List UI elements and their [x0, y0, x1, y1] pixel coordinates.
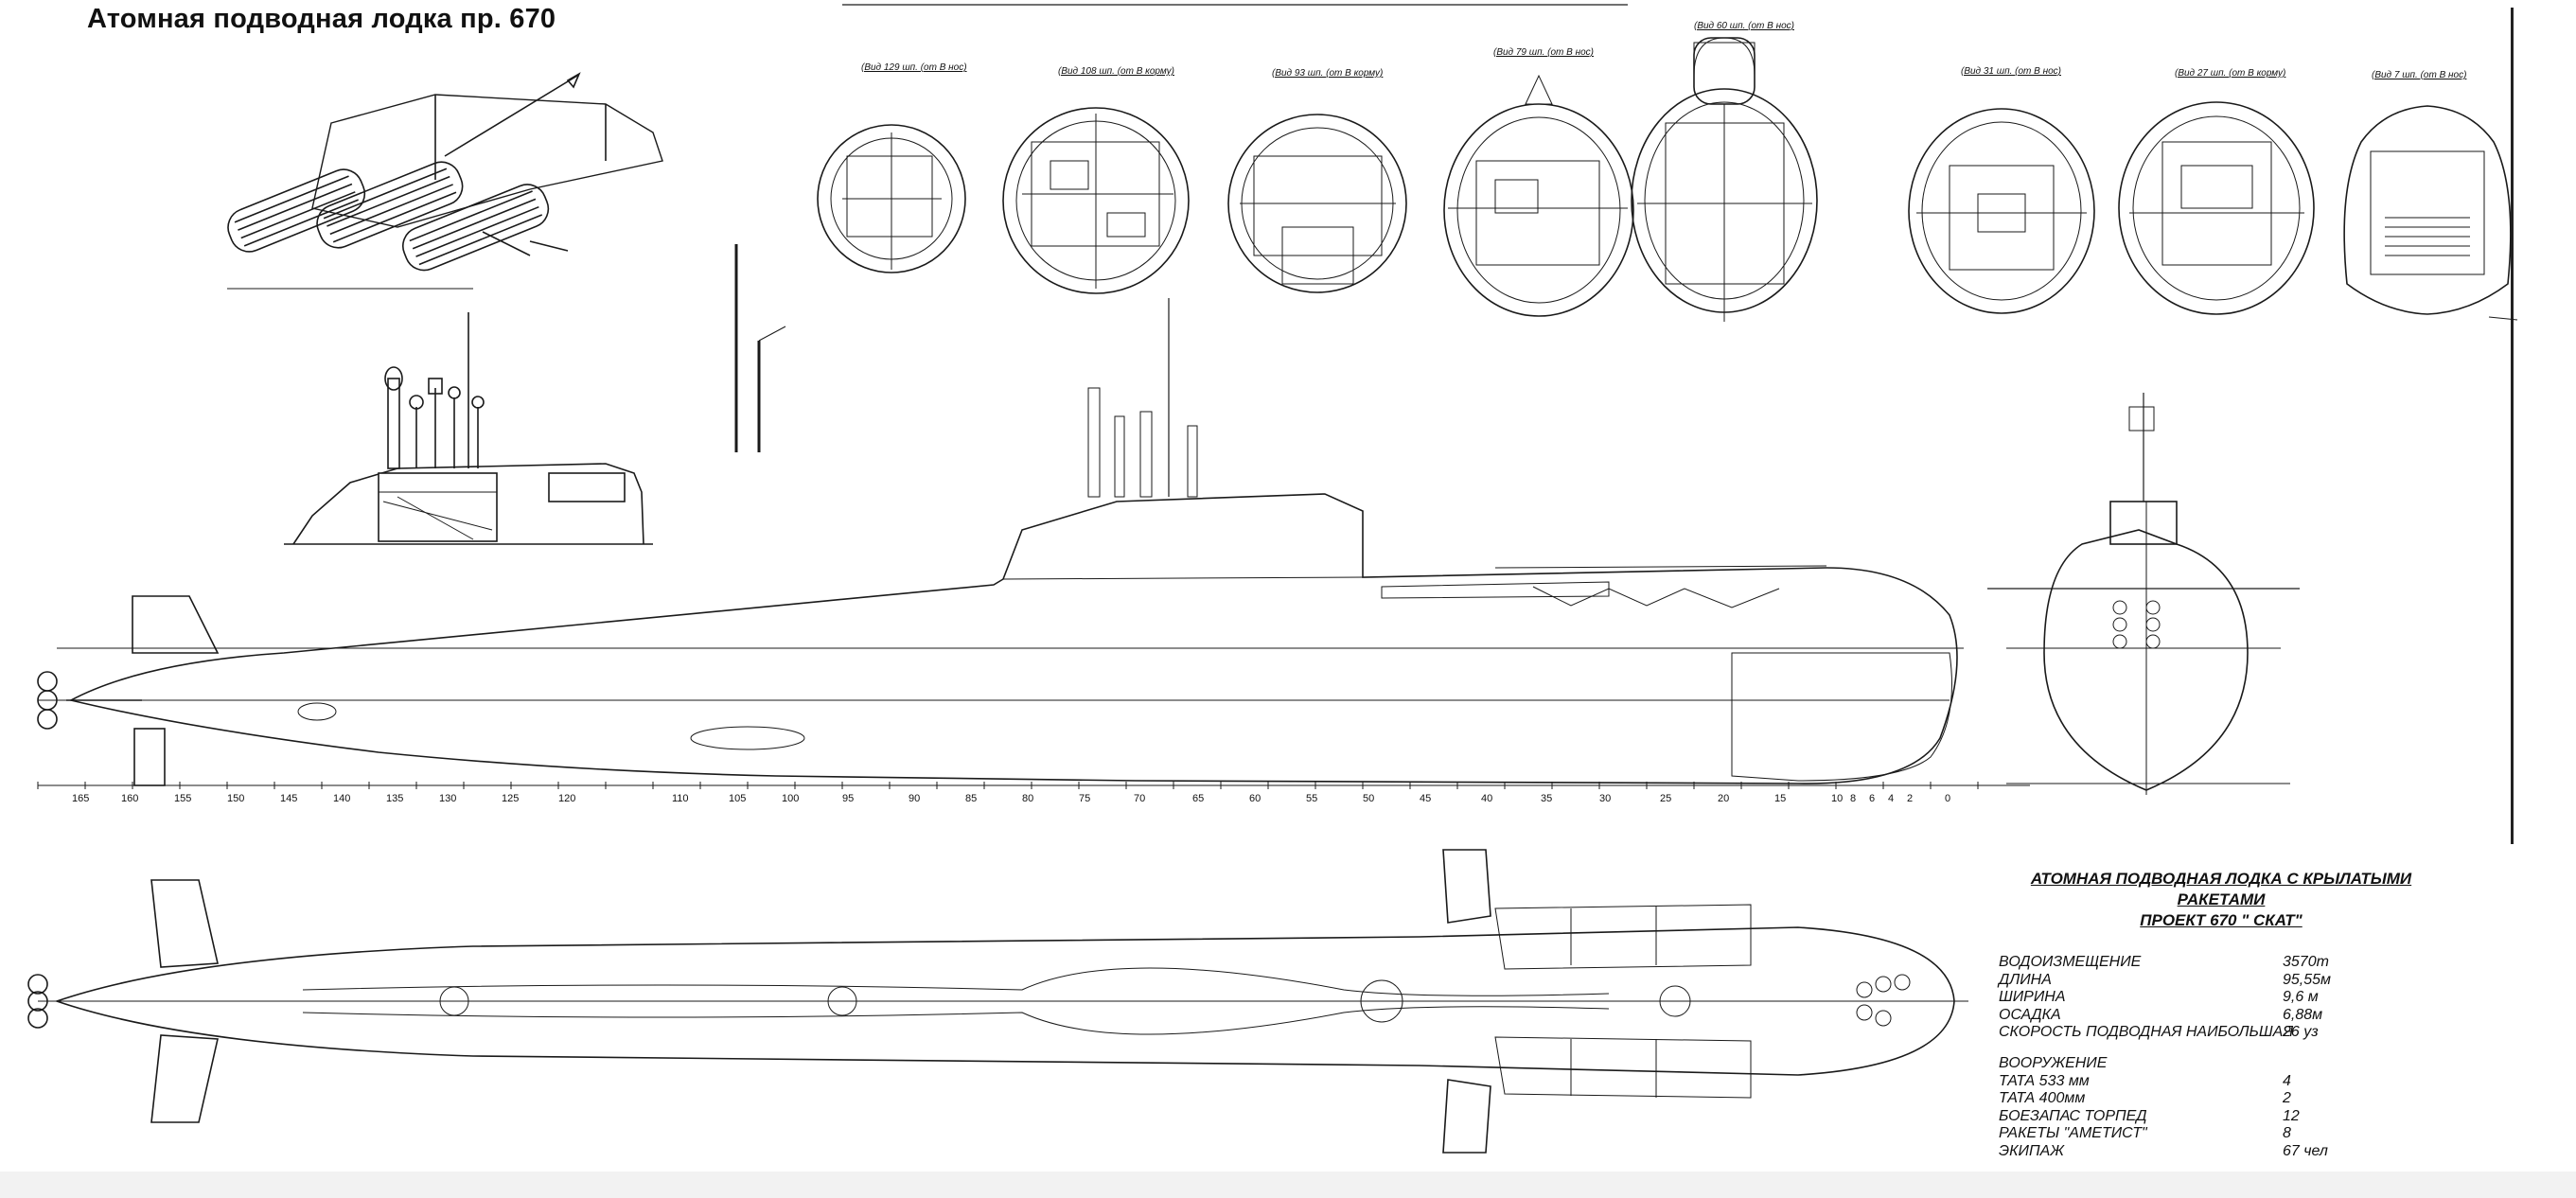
spec-value: 3570т — [2283, 954, 2329, 970]
top-view-hull — [27, 849, 1968, 1154]
spec-table: ВОДОИЗМЕЩЕНИЕ 3570т ДЛИНА 95,55м ШИРИНА … — [1999, 954, 2444, 1161]
armament-label: ЭКИПАЖ — [1999, 1142, 2064, 1159]
spec-label: СКОРОСТЬ ПОДВОДНАЯ НАИБОЛЬШАЯ — [1999, 1024, 2294, 1041]
armament-value: 2 — [2283, 1090, 2291, 1107]
front-view-hull — [1987, 393, 2300, 795]
cross-section-1 — [817, 124, 966, 273]
spec-value: 26 уз — [2283, 1024, 2319, 1041]
cross-section-5 — [1631, 37, 1818, 322]
armament-label: РАКЕТЫ "АМЕТИСТ" — [1999, 1125, 2147, 1142]
spec-title-line-2: ПРОЕКТ 670 " СКАТ" — [2140, 911, 2303, 929]
armament-row: БОЕЗАПАС ТОРПЕД 12 — [1999, 1108, 2444, 1126]
cross-section-2 — [1002, 107, 1190, 294]
cross-section-6 — [1908, 108, 2095, 314]
scan-bottom-band — [0, 1172, 2576, 1198]
sail-cutaway-detail — [284, 312, 653, 545]
spec-value: 95,55м — [2283, 971, 2332, 988]
scan-edge-line — [2511, 8, 2514, 844]
side-profile-hull — [37, 298, 1964, 786]
spec-label: ВОДОИЗМЕЩЕНИЕ — [1999, 954, 2142, 970]
spec-title-line-1: АТОМНАЯ ПОДВОДНАЯ ЛОДКА С КРЫЛАТЫМИ РАКЕ… — [2030, 870, 2412, 908]
cross-section-7 — [2118, 101, 2315, 315]
armament-row: ТАТА 400мм 2 — [1999, 1090, 2444, 1108]
spec-value: 6,88м — [2283, 1006, 2323, 1023]
page-title: Атомная подводная лодка пр. 670 — [87, 4, 556, 34]
armament-label: ТАТА 533 мм — [1999, 1072, 2090, 1089]
spec-row: СКОРОСТЬ ПОДВОДНАЯ НАИБОЛЬШАЯ 26 уз — [1999, 1024, 2444, 1042]
armament-label: ТАТА 400мм — [1999, 1090, 2086, 1107]
spec-label: ДЛИНА — [1999, 971, 2052, 988]
armament-label: БОЕЗАПАС ТОРПЕД — [1999, 1107, 2147, 1124]
spec-label: ОСАДКА — [1999, 1006, 2061, 1023]
cross-section-4 — [1443, 74, 1634, 317]
spec-gap — [1999, 1042, 2444, 1055]
periscope-masts-detail — [734, 244, 786, 452]
armament-row: ТАТА 533 мм 4 — [1999, 1073, 2444, 1091]
spec-row: ОСАДКА 6,88м — [1999, 1007, 2444, 1025]
cross-section-8 — [2343, 105, 2518, 321]
spec-row: ШИРИНА 9,6 м — [1999, 989, 2444, 1007]
cross-section-3 — [1227, 114, 1407, 293]
armament-row: ЭКИПАЖ 67 чел — [1999, 1143, 2444, 1161]
specification-block: АТОМНАЯ ПОДВОДНАЯ ЛОДКА С КРЫЛАТЫМИ РАКЕ… — [1999, 869, 2444, 1161]
armament-value: 12 — [2283, 1107, 2300, 1124]
spec-row: ВОДОИЗМЕЩЕНИЕ 3570т — [1999, 954, 2444, 972]
spec-label: ШИРИНА — [1999, 989, 2066, 1006]
armament-heading: ВООРУЖЕНИЕ — [1999, 1054, 2108, 1071]
missile-launcher-detail — [227, 72, 663, 290]
armament-value: 4 — [2283, 1072, 2291, 1089]
side-profile-scale — [37, 782, 2030, 789]
spec-value: 9,6 м — [2283, 989, 2319, 1006]
armament-value: 67 чел — [2283, 1142, 2328, 1159]
spec-row: ДЛИНА 95,55м — [1999, 972, 2444, 990]
armament-row: РАКЕТЫ "АМЕТИСТ" 8 — [1999, 1125, 2444, 1143]
armament-value: 8 — [2283, 1125, 2291, 1142]
